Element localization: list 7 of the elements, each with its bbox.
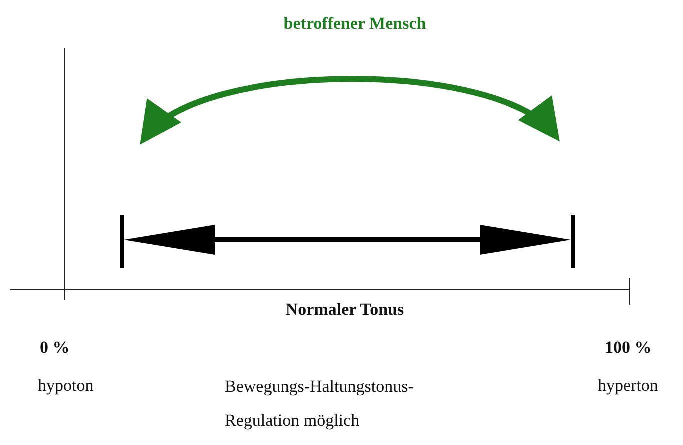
scale-label: hyperton	[598, 376, 658, 396]
scale-value: 100 %	[605, 338, 652, 358]
arrow-label: betroffener Mensch	[282, 14, 428, 34]
scale-value: 0 %	[40, 338, 70, 358]
scale-label: hypoton	[38, 376, 94, 396]
scale-label: Normaler Tonus	[284, 300, 406, 320]
description-text: Bewegungs-Haltungstonus-Regulation möglich	[225, 376, 415, 432]
